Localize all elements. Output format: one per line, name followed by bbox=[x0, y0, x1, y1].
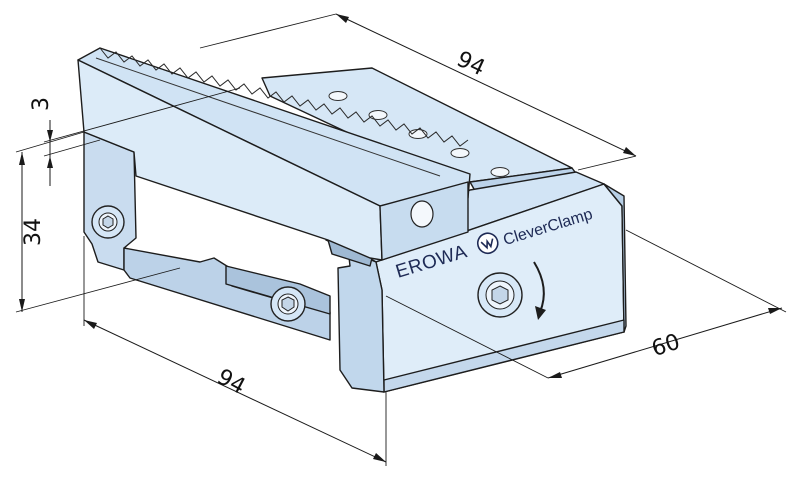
dimension-slot-depth: 3 bbox=[29, 87, 241, 186]
erowa-logo-icon bbox=[476, 232, 499, 255]
dimension-slot-depth-value: 3 bbox=[29, 97, 54, 111]
body-right-face bbox=[603, 183, 627, 333]
rear-hole-1 bbox=[328, 91, 348, 101]
socket-screw-1 bbox=[91, 205, 125, 239]
jaw-serrations bbox=[99, 47, 469, 147]
dimension-height-value: 34 bbox=[21, 218, 46, 246]
jaw-pin-hole bbox=[410, 200, 434, 228]
rear-hole-2 bbox=[368, 110, 388, 120]
dimension-height: 34 bbox=[15, 131, 181, 313]
rear-hole-5 bbox=[490, 167, 510, 177]
dimension-top-length-value: 94 bbox=[453, 47, 489, 81]
dimension-bottom-length-value: 94 bbox=[213, 365, 249, 400]
rotation-arrow-icon bbox=[533, 261, 546, 320]
socket-screw-2 bbox=[270, 286, 306, 322]
front-jaw bbox=[77, 47, 471, 261]
jaw-serration-edge bbox=[95, 57, 441, 177]
clamping-screw bbox=[477, 272, 523, 318]
base-mid-column bbox=[325, 239, 385, 393]
rear-hole-4 bbox=[450, 148, 470, 158]
dimension-width-value: 60 bbox=[649, 330, 683, 362]
